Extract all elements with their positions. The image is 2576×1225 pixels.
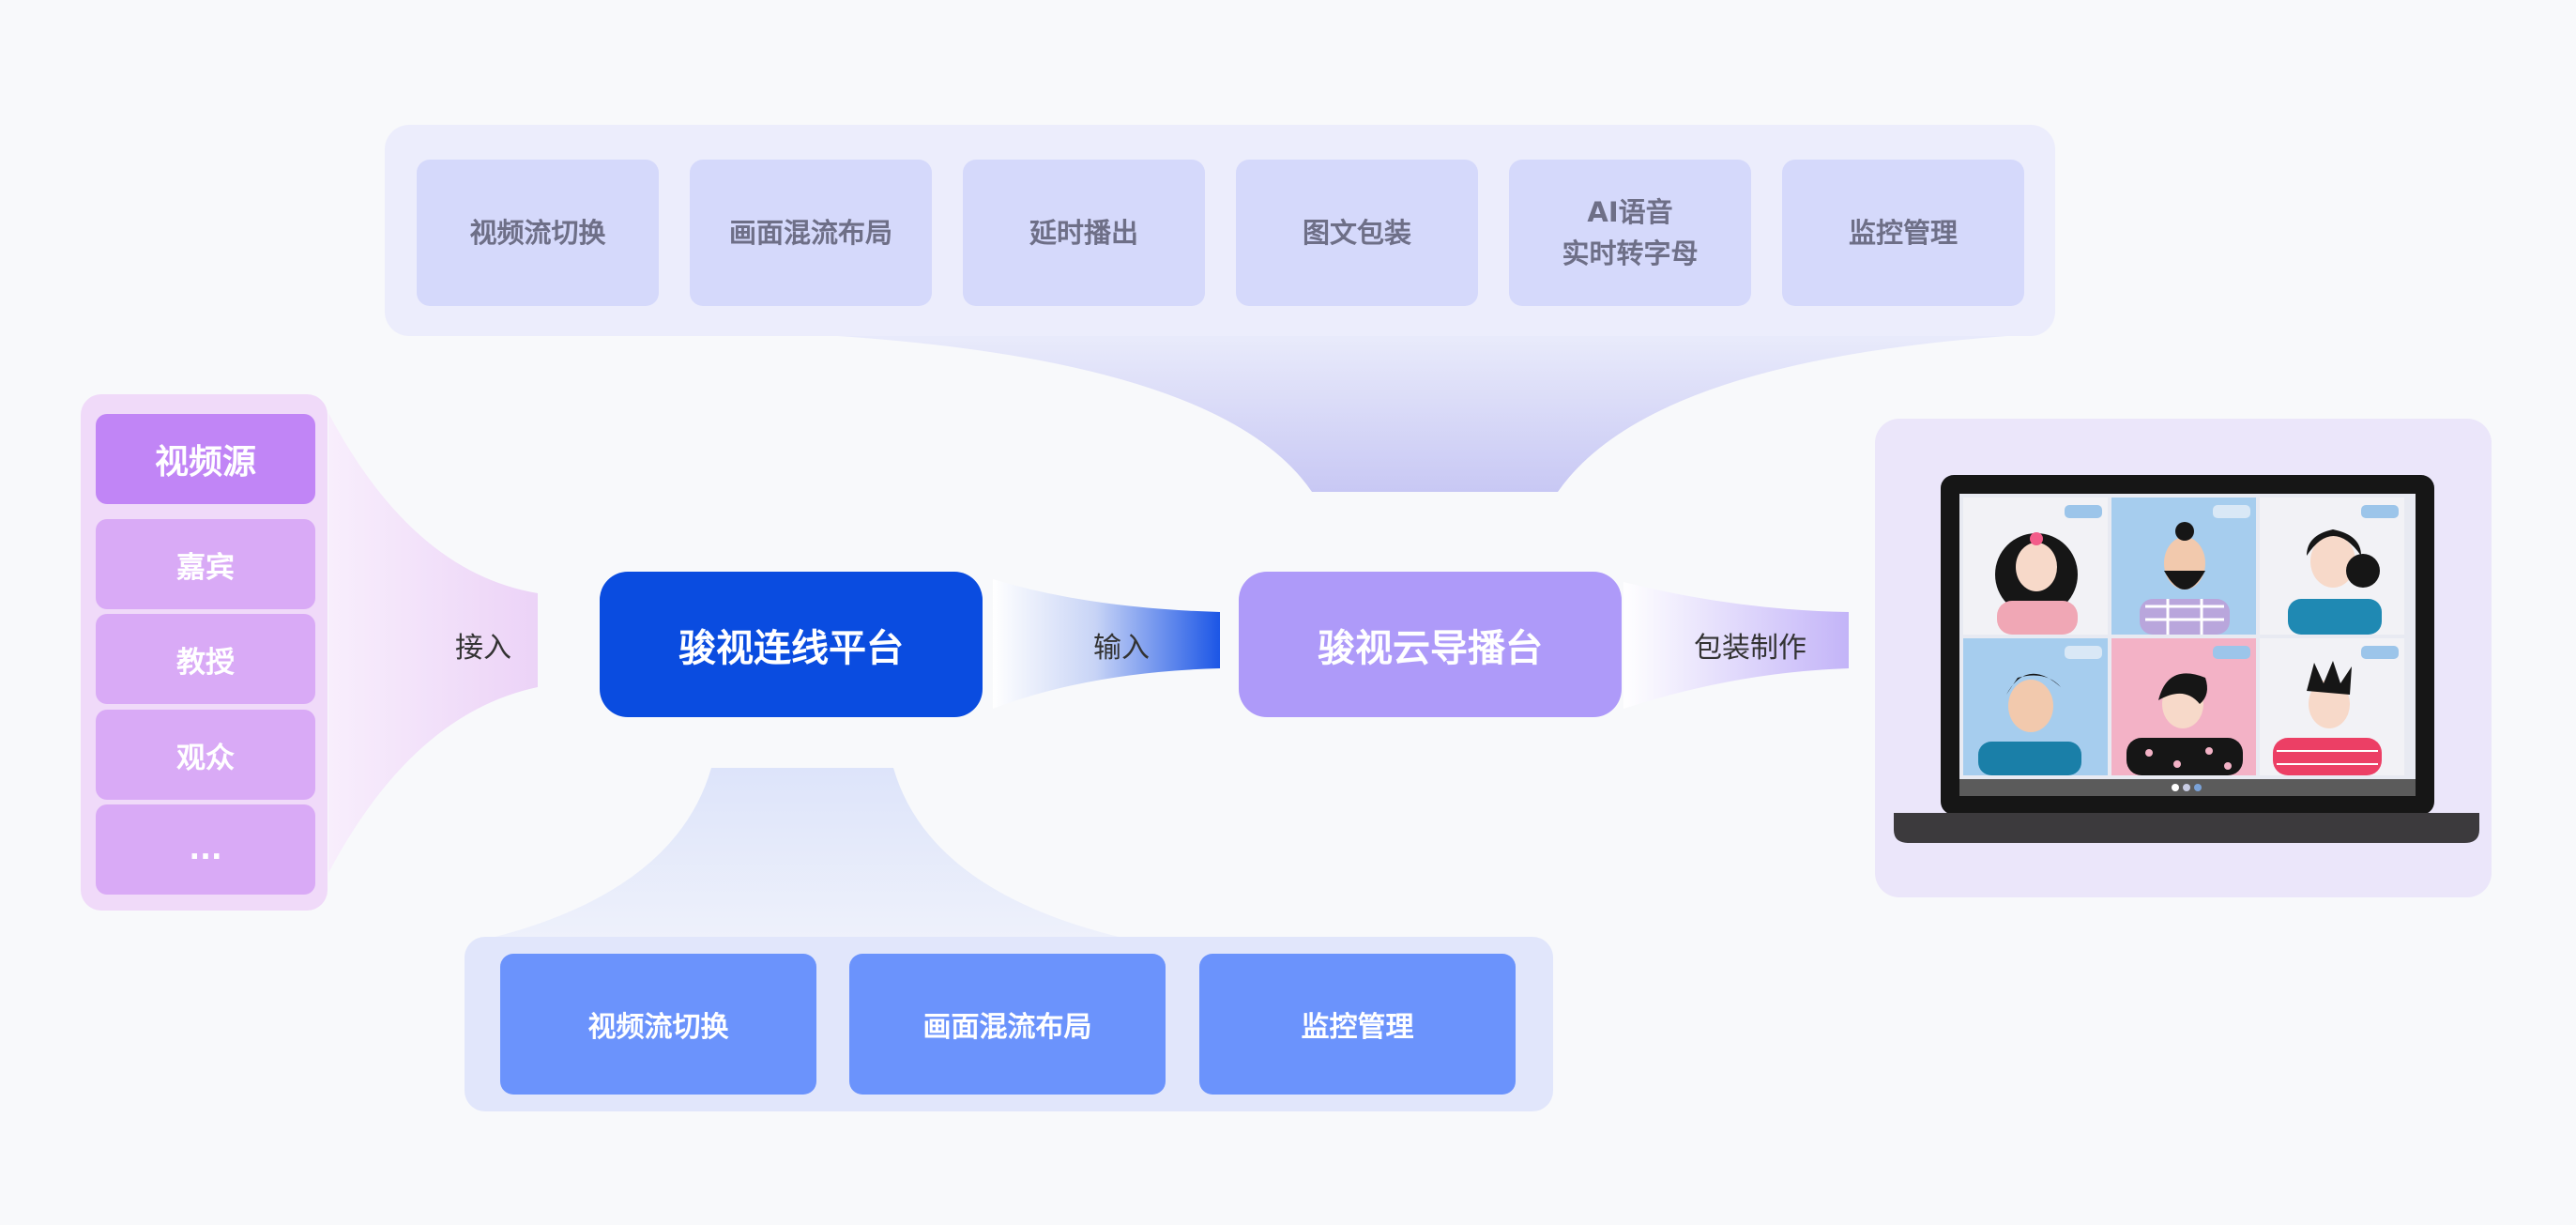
top-feature-card: 视频流切换 [417, 160, 659, 306]
bottom-funnel [488, 768, 1126, 939]
top-feature-label: 图文包装 [1302, 217, 1411, 249]
source-connector [328, 413, 538, 873]
top-feature-panel [385, 125, 2055, 336]
top-feature-label: 延时播出 [1029, 217, 1138, 249]
bottom-feature-label: 监控管理 [1301, 1011, 1414, 1044]
bottom-feature-card: 视频流切换 [500, 954, 816, 1095]
top-funnel [807, 334, 2036, 492]
source-item: 教授 [96, 614, 315, 704]
platform-box: 骏视连线平台 [600, 572, 983, 717]
top-feature-card: 监控管理 [1782, 160, 2024, 306]
laptop-video-conference-icon [1894, 475, 2479, 843]
top-feature-label: 画面混流布局 [728, 217, 892, 249]
bottom-feature-card: 画面混流布局 [849, 954, 1166, 1095]
top-feature-card: AI语音 实时转字母 [1509, 160, 1751, 306]
source-item: ... [96, 804, 315, 895]
input-label: 输入 [1093, 632, 1150, 665]
input-connector [993, 579, 1220, 709]
director-box: 骏视云导播台 [1239, 572, 1622, 717]
output-connector [1623, 582, 1849, 709]
top-feature-label: AI语音 实时转字母 [1562, 196, 1699, 269]
video-source-title: 视频源 [96, 414, 315, 504]
top-feature-label: 监控管理 [1848, 217, 1958, 249]
top-feature-card: 图文包装 [1236, 160, 1478, 306]
bottom-feature-card: 监控管理 [1199, 954, 1516, 1095]
access-label: 接入 [455, 632, 511, 665]
source-item: 嘉宾 [96, 519, 315, 609]
top-feature-label: 视频流切换 [469, 217, 606, 249]
top-feature-card: 延时播出 [963, 160, 1205, 306]
top-feature-card: 画面混流布局 [690, 160, 932, 306]
bottom-feature-label: 视频流切换 [587, 1011, 729, 1044]
source-item: 观众 [96, 710, 315, 800]
production-label: 包装制作 [1694, 632, 1806, 665]
bottom-feature-label: 画面混流布局 [922, 1011, 1092, 1044]
